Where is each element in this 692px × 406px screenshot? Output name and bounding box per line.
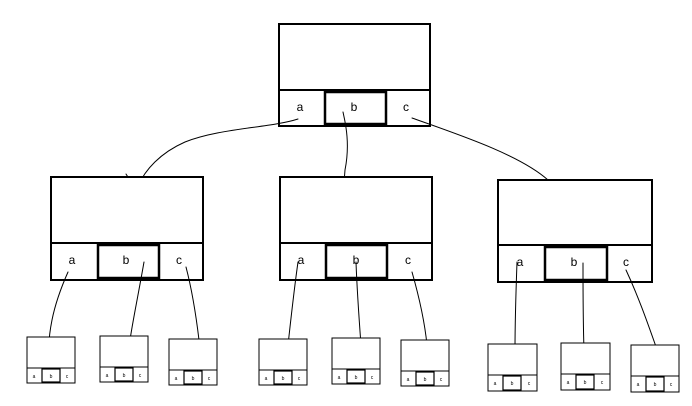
child-3-cell-a: a — [517, 255, 524, 269]
leaf-2-1: a b c — [258, 338, 308, 386]
arrow-root-a-to-left-child — [137, 118, 299, 187]
child-node-3: a b c — [497, 179, 653, 283]
child-1-cell-c: c — [176, 253, 182, 267]
leaf-2-1-a: a — [265, 376, 268, 382]
leaf-3-2-b: b — [584, 380, 587, 386]
leaf-1-3: a b c — [168, 338, 218, 386]
leaf-2-2: a b c — [331, 337, 381, 385]
leaf-3-1-b: b — [511, 381, 514, 387]
leaf-1-1-c: c — [66, 374, 69, 380]
leaf-3-2: a b c — [560, 342, 611, 391]
child-1-cell-b: b — [123, 253, 130, 267]
root-cell-a: a — [297, 100, 304, 114]
leaf-3-1-c: c — [528, 381, 531, 387]
leaf-2-3-b: b — [424, 377, 427, 383]
child-node-1: a b c — [50, 176, 204, 281]
arrow-child-3-a — [514, 261, 518, 351]
leaf-3-2-c: c — [601, 380, 604, 386]
leaf-3-2-a: a — [567, 380, 570, 386]
leaf-1-3-b: b — [192, 376, 195, 382]
root-node: a b c — [278, 23, 431, 127]
leaf-3-3-c: c — [670, 382, 673, 388]
leaf-2-2-c: c — [371, 375, 374, 381]
leaf-2-3-c: c — [440, 377, 443, 383]
leaf-3-3-b: b — [654, 382, 657, 388]
leaf-2-1-b: b — [282, 376, 285, 382]
leaf-1-3-c: c — [208, 376, 211, 382]
leaf-1-2: a b c — [99, 335, 149, 383]
leaf-2-3-a: a — [407, 377, 410, 383]
child-2-cell-a: a — [298, 253, 305, 267]
leaf-1-3-a: a — [175, 376, 178, 382]
leaf-3-3: a b c — [630, 344, 680, 393]
leaf-2-3: a b c — [400, 339, 450, 387]
child-3-cell-b: b — [571, 255, 578, 269]
leaf-3-1-a: a — [494, 381, 497, 387]
leaf-1-1: a b c — [26, 336, 76, 384]
leaf-3-1: a b c — [487, 343, 538, 392]
leaf-1-2-c: c — [139, 373, 142, 379]
child-2-cell-b: b — [353, 253, 360, 267]
leaf-3-3-a: a — [637, 382, 640, 388]
leaf-1-1-b: b — [50, 374, 53, 380]
leaf-2-2-a: a — [338, 375, 341, 381]
arrow-child-3-b — [582, 262, 585, 351]
root-cell-c: c — [403, 100, 409, 114]
leaf-1-2-a: a — [106, 373, 109, 379]
child-1-cell-a: a — [69, 253, 76, 267]
leaf-1-1-a: a — [33, 374, 36, 380]
leaf-2-2-b: b — [355, 375, 358, 381]
root-cell-b: b — [351, 100, 358, 114]
leaf-2-1-c: c — [298, 376, 301, 382]
child-3-cell-c: c — [623, 255, 629, 269]
arrow-child-1-a — [43, 271, 69, 348]
leaf-1-2-b: b — [123, 373, 126, 379]
child-2-cell-c: c — [405, 253, 411, 267]
